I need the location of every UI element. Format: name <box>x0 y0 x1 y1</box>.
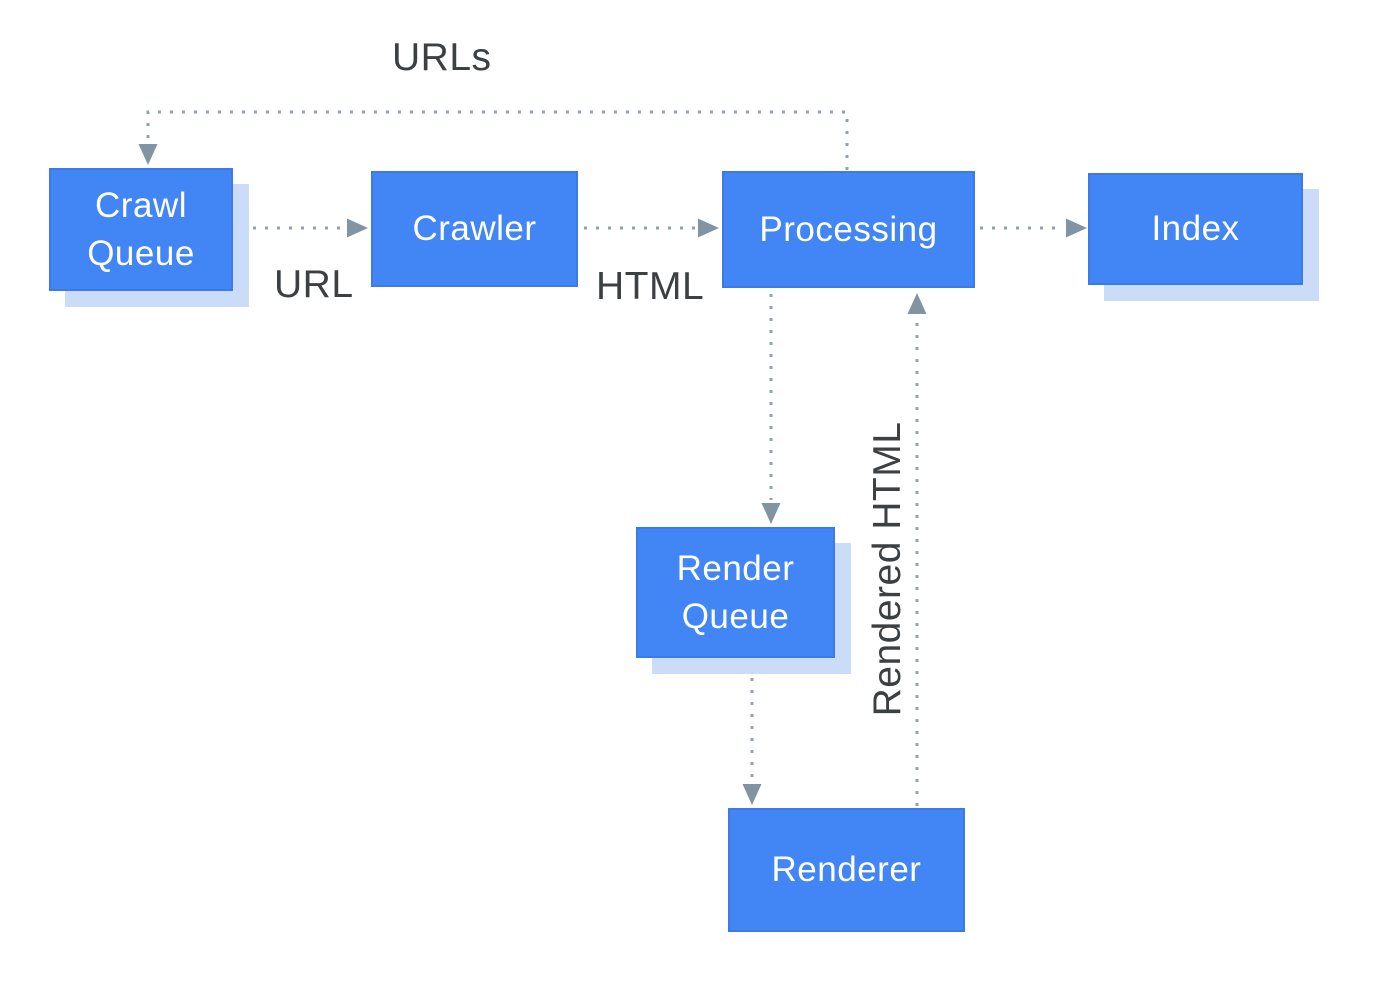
edge-label-urls: URLs <box>392 36 492 79</box>
edge-processing-to-crawl-queue <box>146 110 849 170</box>
arrowhead-crawl-queue-to-crawler <box>347 218 368 238</box>
node-index: Index <box>1088 173 1303 285</box>
node-label-line: Render <box>676 548 795 588</box>
arrowhead-render-queue-to-renderer <box>742 784 762 805</box>
arrowhead-renderer-to-processing <box>907 293 927 314</box>
node-processing: Processing <box>722 171 975 288</box>
arrowhead-processing-to-index <box>1066 218 1087 238</box>
node-crawler: Crawler <box>371 171 578 287</box>
node-label-line: Queue <box>87 233 195 273</box>
node-label-line: Processing <box>759 209 938 249</box>
arrowhead-processing-to-crawl-queue <box>138 144 158 165</box>
node-label-line: Index <box>1151 209 1240 248</box>
node-renderer: Renderer <box>728 808 965 932</box>
edge-label-rendered-html: Rendered HTML <box>866 421 909 717</box>
node-label-line: Crawler <box>412 209 537 248</box>
edge-label-html: HTML <box>596 265 705 308</box>
edge-label-url: URL <box>274 263 354 306</box>
node-label-line: Renderer <box>771 850 922 889</box>
arrowhead-processing-to-render-queue <box>761 503 781 524</box>
node-label-line: Crawl <box>95 185 187 225</box>
arrowhead-crawler-to-processing <box>698 218 719 238</box>
node-label-line: Queue <box>681 596 790 636</box>
